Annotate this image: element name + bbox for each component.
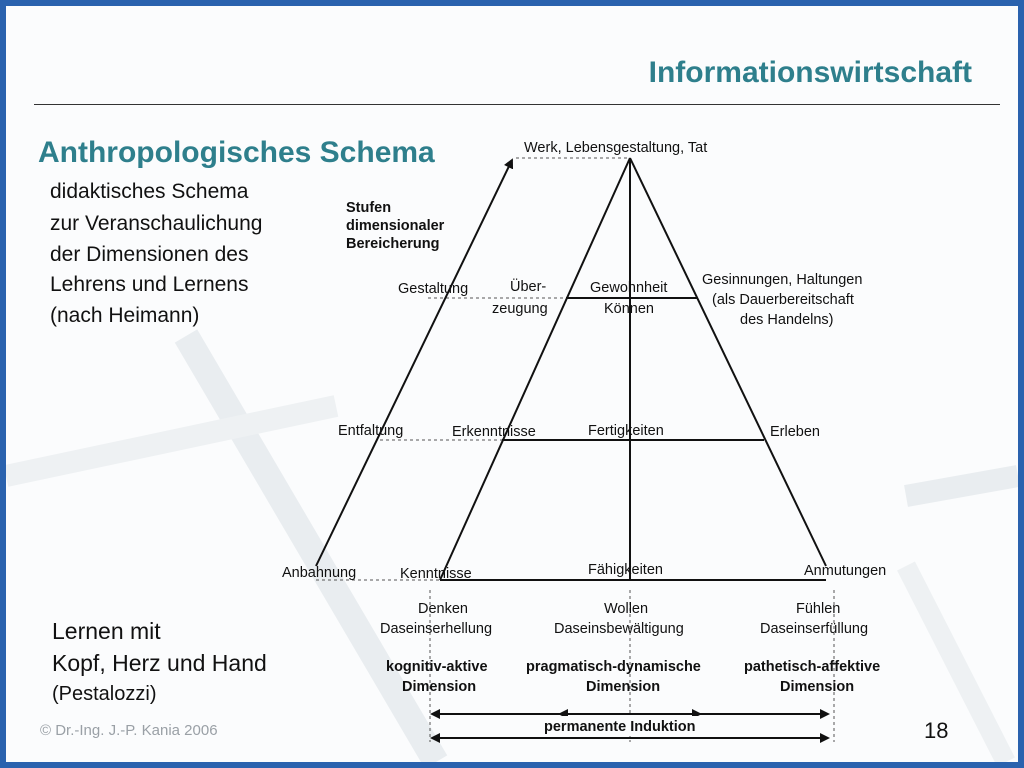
dimension-label: pragmatisch-dynamische [526,659,701,675]
stufen-label: dimensionaler [346,218,445,234]
copyright-footer: © Dr.-Ing. J.-P. Kania 2006 [40,722,218,739]
description-line: (nach Heimann) [50,304,200,327]
row1-inner-left-label: Über- [510,277,546,295]
description-line: der Dimensionen des [50,243,249,266]
learning-line: Lernen mit [52,618,161,644]
dimension-label: pathetisch-affektive [744,659,880,675]
slide-heading: Anthropologisches Schema [38,136,435,169]
row2-left-label: Entfaltung [338,423,403,439]
row1-right-label: Gesinnungen, Haltungen [702,272,862,288]
row1-center-label: Gewohnheit [590,280,667,296]
row3-inner-left-label: Kenntnisse [400,566,472,582]
learning-line: Kopf, Herz und Hand [52,650,267,676]
row1-right-label: des Handelns) [740,312,834,328]
description-line: didaktisches Schema [50,180,249,203]
row3-right-label: Anmutungen [804,563,886,579]
dimension-label: Dimension [402,679,476,695]
stufen-label: Stufen [346,200,391,216]
row1-right-label: (als Dauerbereitschaft [712,292,854,308]
apex-label: Werk, Lebensgestaltung, Tat [524,140,707,156]
learning-source: (Pestalozzi) [52,683,157,705]
column-sub-label: Daseinserhellung [380,621,492,637]
page-number: 18 [924,718,949,743]
background-decoration [6,329,1018,762]
column-top-label: Denken [418,601,468,617]
triangle-right-edge [629,157,827,567]
dimension-label: Dimension [780,679,854,695]
row2-inner-left-label: Erkenntnisse [452,424,536,440]
row3-left-label: Anbahnung [282,565,356,581]
column-sub-label: Daseinserfüllung [760,621,868,637]
stufen-label: Bereicherung [346,236,439,252]
column-top-label: Wollen [604,601,648,617]
row2-right-label: Erleben [770,424,820,440]
dimension-label: kognitiv-aktive [386,659,488,675]
row1-inner-left-label: zeugung [492,301,548,317]
row1-left-label: Gestaltung [398,281,468,297]
description-line: Lehrens und Lernens [50,273,249,296]
column-sub-label: Daseinsbewältigung [554,621,684,637]
page-title: Informationswirtschaft [648,56,972,89]
row2-center-label: Fertigkeiten [588,423,664,439]
column-top-label: Fühlen [796,601,840,617]
triangle-left-edge [439,157,631,581]
description-line: zur Veranschaulichung [50,212,263,235]
row1-center-label: Können [604,301,654,317]
induction-label: permanente Induktion [544,719,695,735]
dimension-label: Dimension [586,679,660,695]
stufen-arrow [315,158,514,567]
row3-center-label: Fähigkeiten [588,562,663,578]
induction-label-bg [542,716,728,736]
title-divider [34,104,1000,105]
